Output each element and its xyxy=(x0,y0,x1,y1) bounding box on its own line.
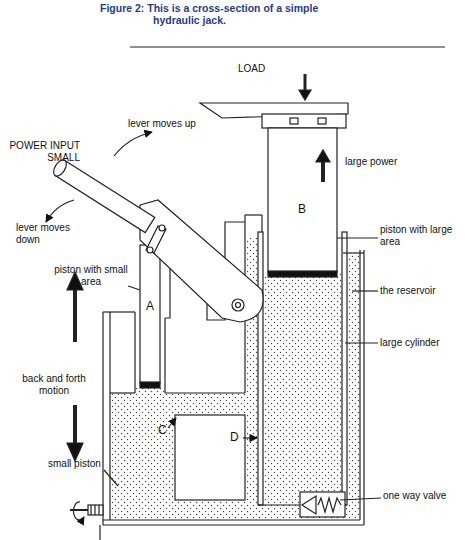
screw-thread xyxy=(90,505,91,515)
part-label: piston with small area xyxy=(46,264,136,287)
motion-label: lever moves up xyxy=(128,118,196,130)
small-piston-head xyxy=(140,382,160,388)
small-piston-rod xyxy=(140,245,160,383)
small-cylinder-wall xyxy=(134,312,135,393)
body-wall xyxy=(102,312,103,525)
screw-thread xyxy=(94,505,95,515)
part-label: piston with large area xyxy=(380,224,454,247)
cap-notch xyxy=(290,118,298,124)
body-block xyxy=(175,415,245,500)
power-label: large power xyxy=(345,156,397,168)
pointer-arrow xyxy=(168,418,176,428)
leader-line xyxy=(337,237,378,238)
motion-arrow xyxy=(114,132,152,156)
cap-notch xyxy=(318,118,326,124)
cylinder-wall xyxy=(342,232,347,505)
motion-label: back and forth motion xyxy=(14,373,94,396)
load-arrow xyxy=(304,74,307,92)
leader-line xyxy=(104,470,118,486)
part-letter: A xyxy=(146,300,154,314)
power-arrow xyxy=(321,160,325,182)
screw-thread xyxy=(98,505,99,515)
piston-cap xyxy=(262,114,346,128)
part-label: the reservoir xyxy=(380,285,436,297)
pivot-bolt xyxy=(236,303,241,308)
valve-body xyxy=(300,492,345,517)
lever-link xyxy=(146,226,166,253)
leader-line xyxy=(352,290,378,291)
casing-top xyxy=(343,252,364,253)
rule-line xyxy=(130,46,445,47)
part-label: large cylinder xyxy=(380,337,439,349)
reservoir-fluid xyxy=(247,238,258,256)
channel-fluid xyxy=(110,500,300,520)
leader-line xyxy=(128,286,140,290)
casing-top xyxy=(245,214,262,215)
leader-line xyxy=(345,342,378,343)
load-label: LOAD xyxy=(238,63,265,75)
link-pin xyxy=(159,225,165,231)
casing-wall xyxy=(261,215,262,232)
load-arrowhead xyxy=(299,90,311,100)
leader-line xyxy=(340,498,381,500)
motion-label: lever moves down xyxy=(16,222,80,245)
base-foot xyxy=(99,525,100,540)
base-line xyxy=(103,519,360,520)
cylinder-wall xyxy=(258,232,263,505)
pointer-arrow xyxy=(243,437,257,438)
valve-spring xyxy=(318,498,341,512)
input-label: POWER INPUT SMALL xyxy=(4,140,80,163)
part-letter: C xyxy=(158,424,167,438)
pivot-bolt xyxy=(232,299,244,311)
channel-fluid xyxy=(110,415,175,505)
release-screw xyxy=(88,505,103,515)
part-label: small piston xyxy=(48,458,101,470)
body-top xyxy=(103,311,135,312)
valve-cone xyxy=(302,496,316,514)
link-pin xyxy=(147,247,153,253)
large-piston-head xyxy=(268,271,337,277)
motion-arrow xyxy=(73,405,77,446)
large-piston xyxy=(268,128,337,272)
channel-wall xyxy=(165,392,245,393)
figure-title: Figure 2: This is a cross-section of a s… xyxy=(100,2,365,26)
part-letter: B xyxy=(298,203,306,217)
lever-handle xyxy=(55,160,155,232)
motion-arrow xyxy=(73,287,77,342)
motion-arrow xyxy=(46,200,74,222)
turn-arrow xyxy=(74,502,84,520)
body-wall xyxy=(109,312,110,520)
small-cylinder-wall xyxy=(164,318,165,393)
channel-fluid xyxy=(110,393,247,415)
channel-wall xyxy=(110,392,135,393)
screw-shaft xyxy=(70,509,88,511)
lever-socket xyxy=(140,200,263,322)
power-arrowhead xyxy=(316,150,330,162)
part-label: one way valve xyxy=(383,490,446,502)
part-letter: D xyxy=(230,431,239,445)
base-line xyxy=(103,524,364,525)
